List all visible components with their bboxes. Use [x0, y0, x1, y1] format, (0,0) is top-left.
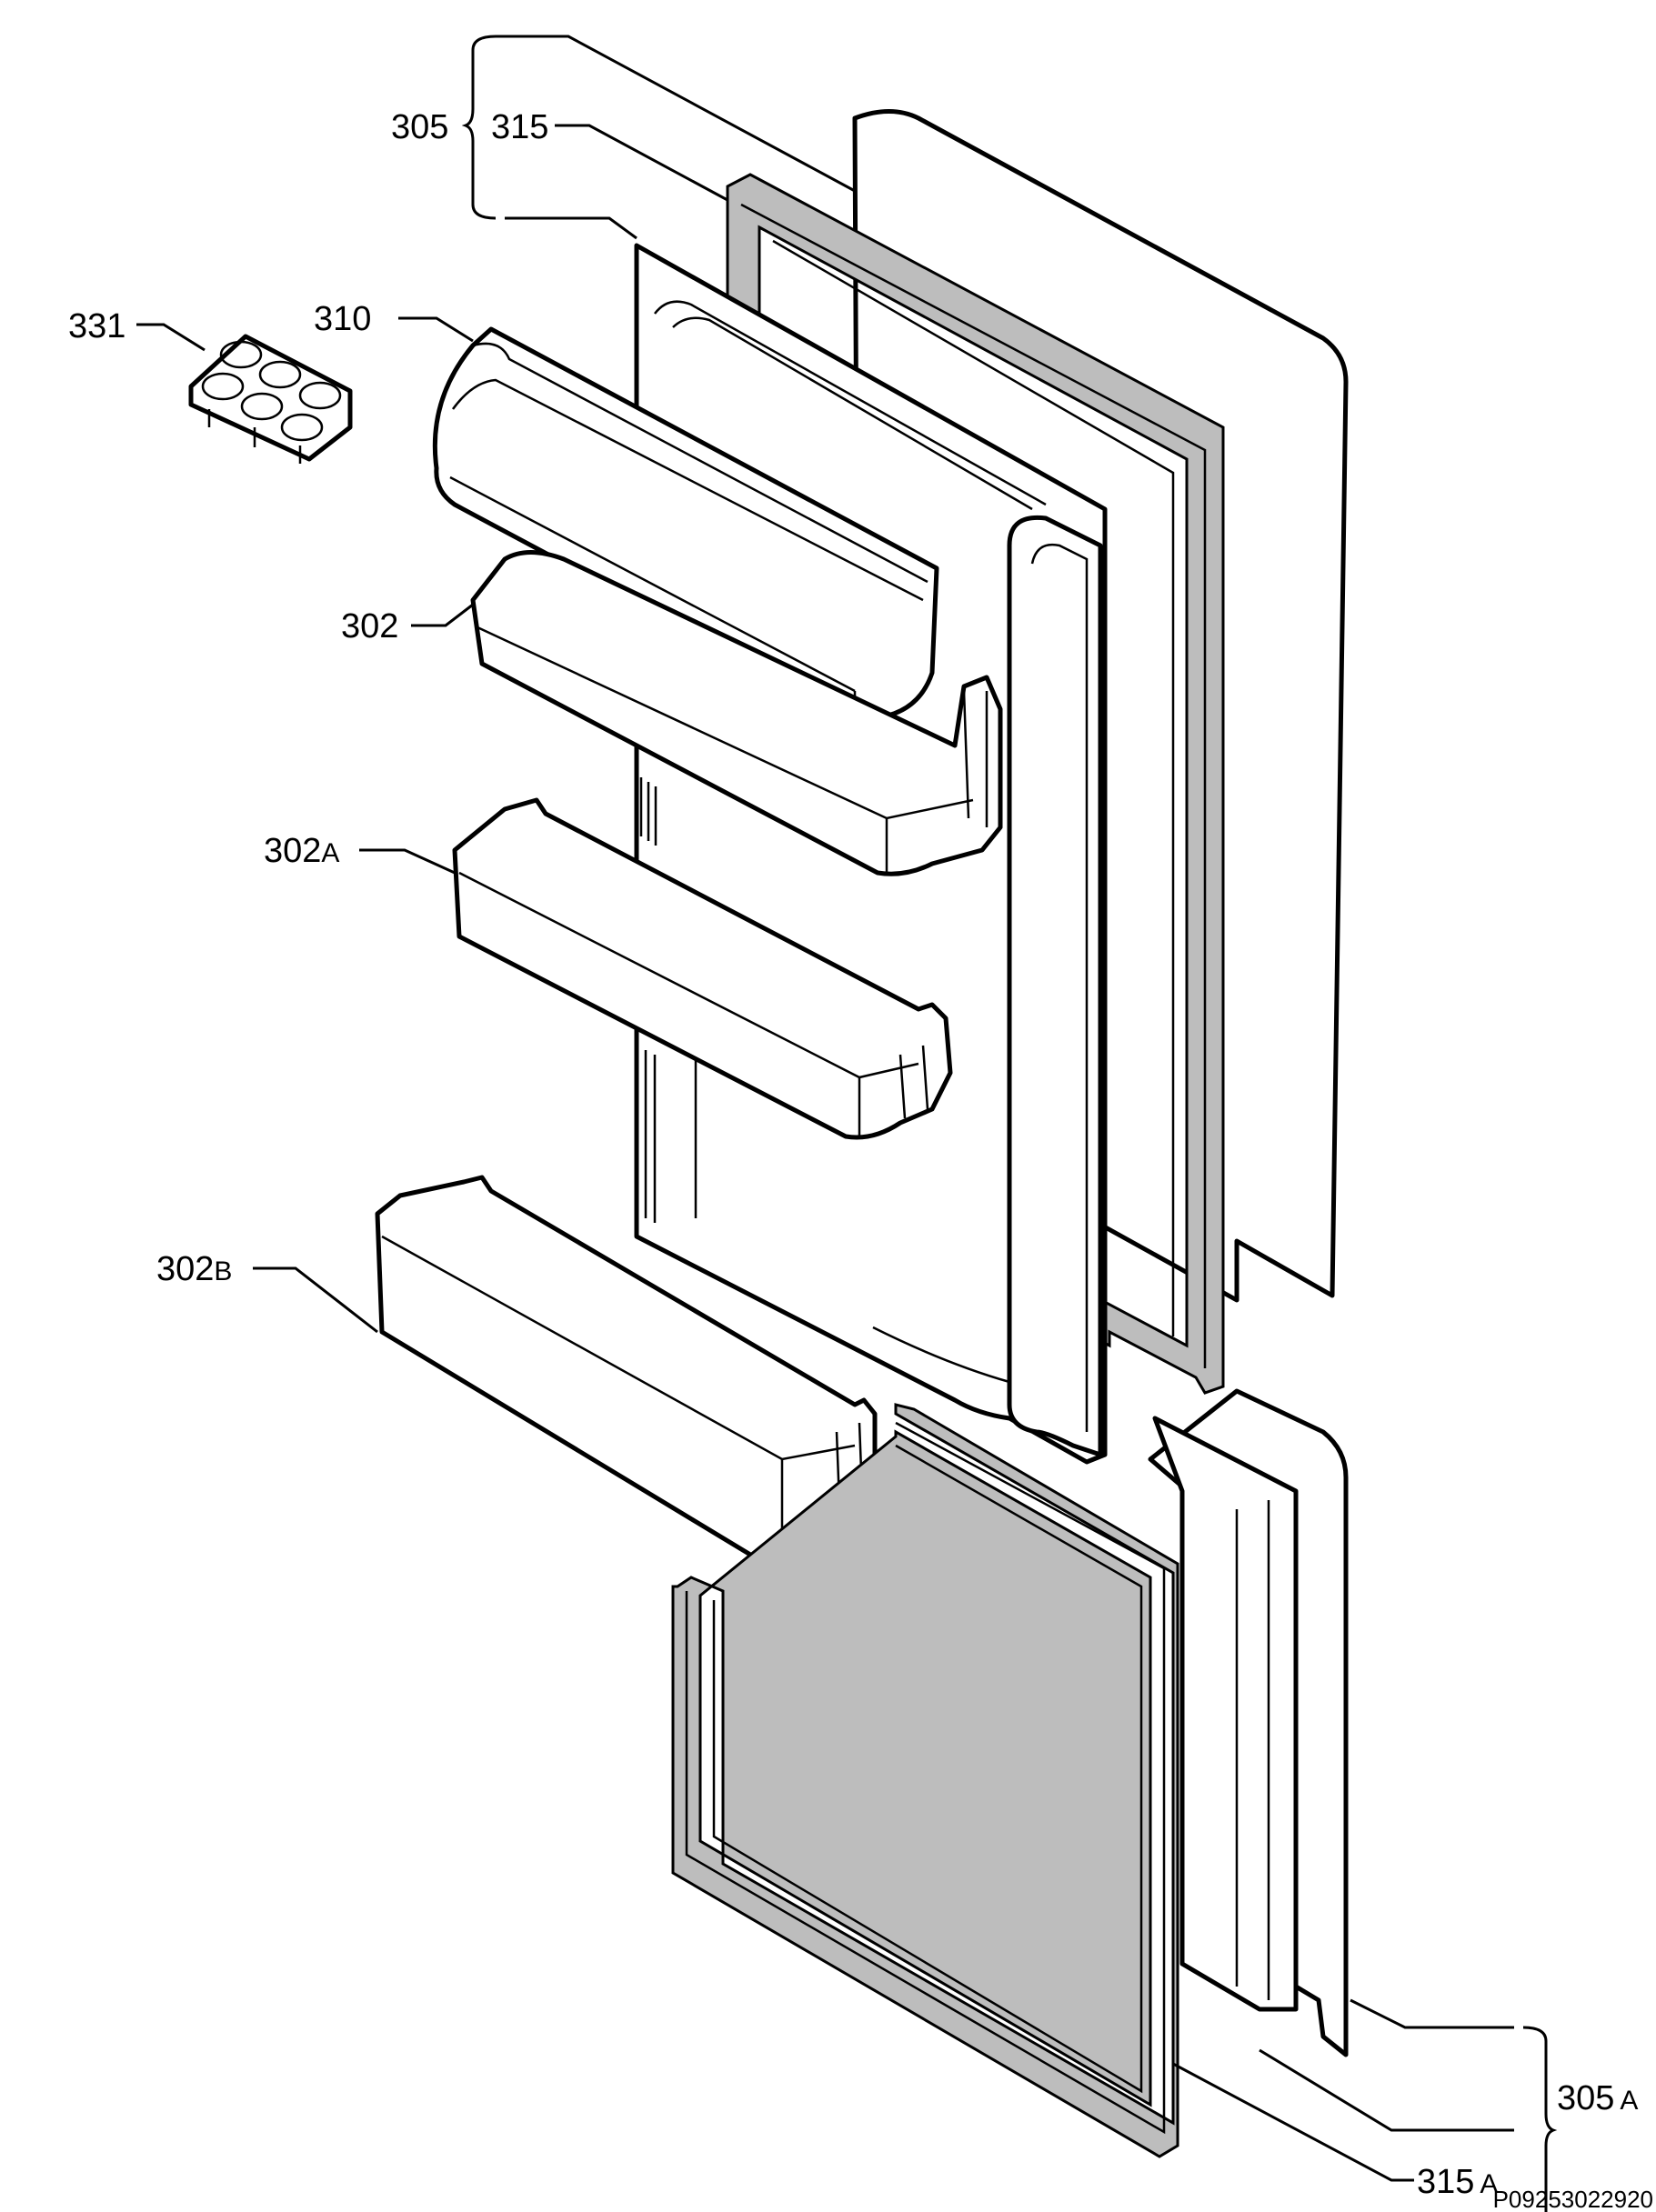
callout-302b: 302B	[156, 1250, 232, 1288]
callout-302b-suffix: B	[214, 1256, 232, 1286]
callout-302b-number: 302	[156, 1250, 214, 1288]
lower-outer-door-panel	[1148, 1388, 1349, 2057]
egg-tray	[188, 334, 353, 464]
drawing-code: P09253022920	[1493, 2186, 1653, 2212]
callout-331: 331	[68, 307, 125, 345]
callout-302a: 302A	[264, 832, 339, 870]
callout-305a-suffix: A	[1620, 2086, 1638, 2116]
callout-315a-number: 315	[1417, 2163, 1474, 2201]
leader-lines	[136, 35, 1558, 2212]
callout-305: 305	[391, 108, 448, 146]
door-shelf-a	[452, 797, 953, 1140]
lower-door-gasket	[671, 1403, 1179, 2158]
callout-302a-number: 302	[264, 832, 321, 870]
callout-302a-suffix: A	[321, 838, 339, 868]
callout-302: 302	[341, 607, 398, 646]
callout-315a-suffix: A	[1480, 2169, 1498, 2199]
callout-315: 315	[491, 108, 548, 146]
callout-310: 310	[314, 300, 371, 338]
callout-305a-number: 305	[1557, 2079, 1614, 2117]
dairy-shelf	[470, 550, 1003, 876]
